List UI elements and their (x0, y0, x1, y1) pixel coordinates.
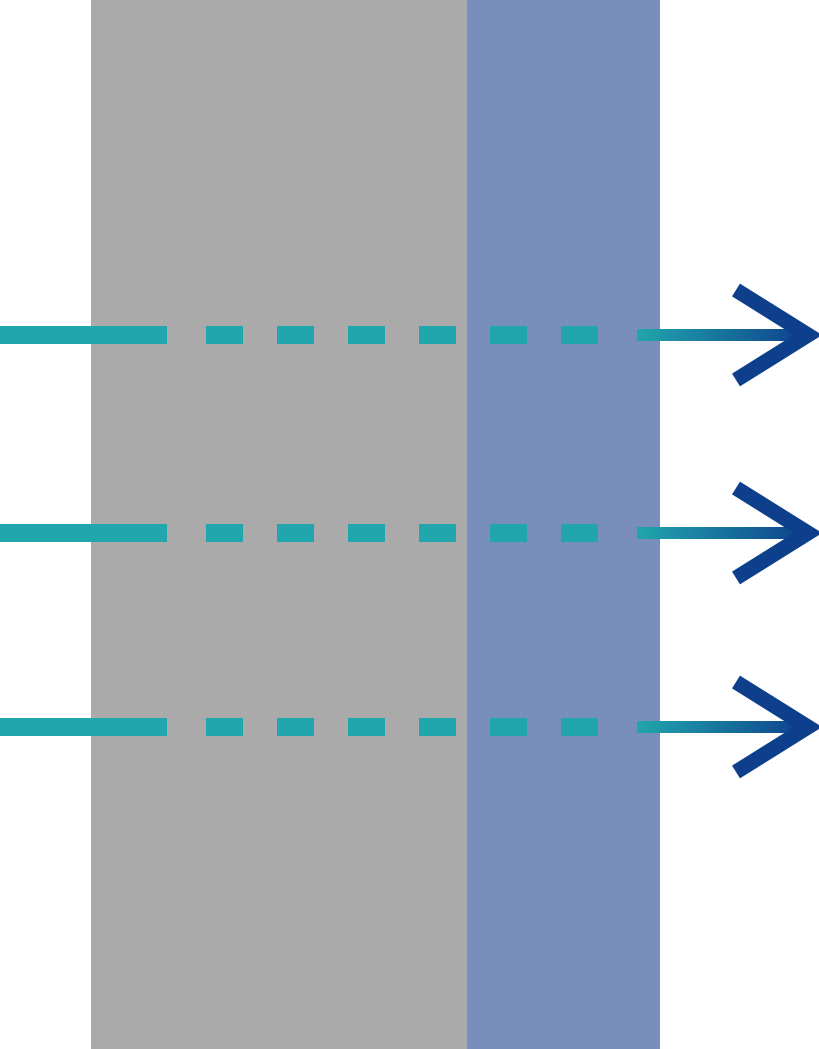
exit-beam (637, 527, 809, 539)
dash-segment (348, 718, 385, 736)
arrow-head-icon (732, 675, 819, 779)
dash-segment (490, 326, 527, 344)
arrow-head-icon (732, 481, 819, 585)
dash-segment (419, 326, 456, 344)
dash-segment (419, 718, 456, 736)
arrow-2 (0, 481, 819, 585)
exit-beam (637, 329, 809, 341)
dash-segment (561, 524, 598, 542)
dash-segment (277, 524, 314, 542)
dash-segment (561, 718, 598, 736)
arrow-1 (0, 283, 819, 387)
dash-segment (277, 326, 314, 344)
dash-segment (419, 524, 456, 542)
dash-segment (348, 524, 385, 542)
dash-segment (206, 718, 243, 736)
dash-segment (348, 326, 385, 344)
incident-beam (0, 326, 167, 344)
incident-beam (0, 718, 167, 736)
dash-segment (206, 524, 243, 542)
arrows (0, 283, 819, 779)
dash-segment (490, 524, 527, 542)
arrow-head-icon (732, 283, 819, 387)
incident-beam (0, 524, 167, 542)
dash-segment (206, 326, 243, 344)
dash-segment (561, 326, 598, 344)
arrow-3 (0, 675, 819, 779)
exit-beam (637, 721, 809, 733)
dash-segment (277, 718, 314, 736)
dash-segment (490, 718, 527, 736)
